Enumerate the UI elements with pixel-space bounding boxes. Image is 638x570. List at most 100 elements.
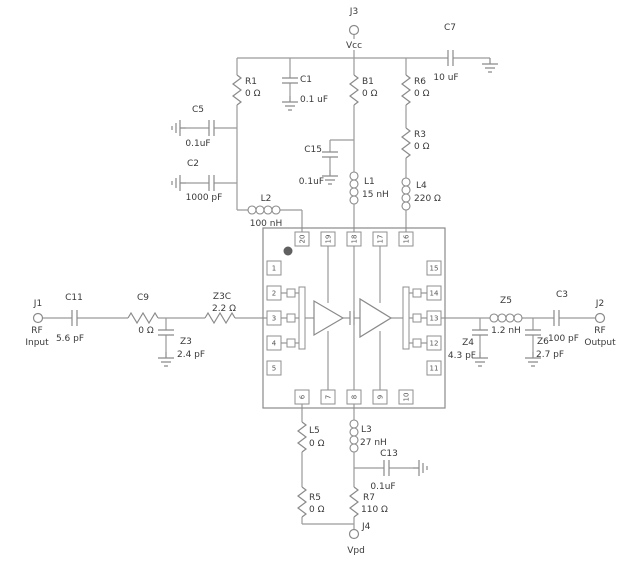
vcc-label-bg (340, 39, 368, 50)
j1-line1-label: RF (31, 326, 42, 336)
connector-j1-terminal (32, 312, 44, 324)
ic-pin-label: 13 (430, 315, 439, 323)
capacitor-c7 (447, 50, 454, 66)
resistor-r3 (401, 127, 411, 159)
inductor-l3 (349, 419, 359, 453)
ic-pin-label: 16 (403, 234, 411, 243)
wire-layer (42, 34, 596, 530)
ground-icon (157, 351, 175, 367)
capacitor-c1 (282, 77, 298, 84)
c7-value-label: 10 uF (433, 73, 458, 83)
j1-ref-label: J1 (33, 299, 42, 309)
capacitor-c15 (322, 151, 338, 158)
ic-pin-label: 17 (377, 235, 385, 244)
r7-ref-label: R7 (363, 493, 375, 503)
ic-pin-box (426, 260, 442, 276)
c15-ref-label: C15 (304, 145, 322, 155)
resistor-r1 (232, 74, 242, 106)
capacitor-z3 (158, 329, 174, 336)
capacitor-c5 (208, 120, 215, 136)
ic-pin-box (426, 310, 442, 326)
output-bus-bar (402, 286, 410, 350)
z3c-value-label: 2.2 Ω (212, 304, 236, 314)
r6-value-label: 0 Ω (414, 89, 430, 99)
ic-pin-box (320, 389, 336, 405)
vcc-net-label: Vcc (346, 41, 362, 51)
j3-ref-label: J3 (349, 7, 358, 17)
ic-pin-label: 8 (351, 395, 359, 399)
connector-j3-terminal (348, 24, 360, 36)
ic-pin-box (372, 389, 388, 405)
ic-pin-label: 10 (403, 393, 411, 402)
pin1-marker-dot (283, 246, 293, 256)
ic-package: 1 2 3 4 5 15 14 13 12 11 20 19 18 17 16 … (262, 227, 446, 409)
ic-pin-label: 11 (430, 365, 439, 373)
ic-pin-label: 1 (272, 265, 276, 273)
c9-value-label: 0 Ω (138, 326, 154, 336)
r7-value-label: 110 Ω (361, 505, 388, 515)
c5-ref-label: C5 (192, 105, 204, 115)
resistor-r5 (297, 486, 307, 518)
ic-pin-box (426, 285, 442, 301)
c1-ref-label: C1 (300, 75, 312, 85)
ground-icon (171, 174, 187, 192)
z3-value-label: 2.4 pF (177, 350, 205, 360)
inductor-l1 (349, 171, 359, 205)
z5-ref-label: Z5 (500, 296, 512, 306)
inductor-l2 (247, 205, 281, 215)
ic-pin-box (398, 231, 414, 247)
l3-ref-label: L3 (361, 425, 372, 435)
ic-pin-label: 14 (430, 290, 439, 298)
z5-value-label: 1.2 nH (491, 326, 521, 336)
ic-pin-box (320, 231, 336, 247)
amplifier-stage-1-icon (313, 299, 345, 337)
l3-value-label: 27 nH (360, 438, 387, 448)
c2-ref-label: C2 (187, 159, 199, 169)
input-bus-bar (298, 286, 306, 350)
b1-value-label: 0 Ω (362, 89, 378, 99)
z3-ref-label: Z3 (180, 337, 192, 347)
ic-pin-label: 15 (430, 265, 439, 273)
l2-ref-label: L2 (261, 194, 272, 204)
ic-pin-label: 3 (272, 315, 276, 323)
z4-ref-label: Z4 (462, 338, 474, 348)
output-pad (412, 288, 422, 298)
connector-j4-terminal (348, 528, 360, 540)
output-pad (412, 338, 422, 348)
ic-pin-box (266, 260, 282, 276)
l5-value-label: 0 Ω (309, 439, 325, 449)
r6-ref-label: R6 (414, 77, 426, 87)
ic-pin-label: 6 (299, 394, 307, 399)
resistor-r6 (401, 74, 411, 106)
input-pad (286, 288, 296, 298)
l5-ref-label: L5 (309, 426, 320, 436)
ic-pin-label: 18 (351, 235, 359, 244)
c11-value-label: 5.6 pF (56, 334, 84, 344)
r3-ref-label: R3 (414, 130, 426, 140)
r1-value-label: 0 Ω (245, 89, 261, 99)
coupling-capacitor-icon (349, 311, 355, 325)
ic-pin-box (346, 231, 362, 247)
ic-pin-box (294, 389, 310, 405)
capacitor-z4 (472, 329, 488, 336)
j1-line2-label: Input (25, 338, 49, 348)
resistor-b1 (349, 74, 359, 106)
ic-pin-box (426, 360, 442, 376)
ic-pin-box (426, 335, 442, 351)
capacitor-c2 (208, 175, 215, 191)
capacitor-c3 (553, 310, 560, 326)
ic-pin-label: 5 (272, 365, 276, 373)
ground-icon (481, 57, 499, 73)
c13-ref-label: C13 (380, 449, 398, 459)
c2-value-label: 1000 pF (186, 193, 223, 203)
ic-pin-label: 4 (272, 340, 277, 348)
ic-pin-box (266, 360, 282, 376)
r5-ref-label: R5 (309, 493, 321, 503)
l4-value-label: 220 Ω (414, 194, 441, 204)
r5-value-label: 0 Ω (309, 505, 325, 515)
ic-pin-box (294, 231, 310, 247)
l2-value-label: 100 nH (250, 219, 283, 229)
c15-value-label: 0.1uF (299, 177, 324, 187)
